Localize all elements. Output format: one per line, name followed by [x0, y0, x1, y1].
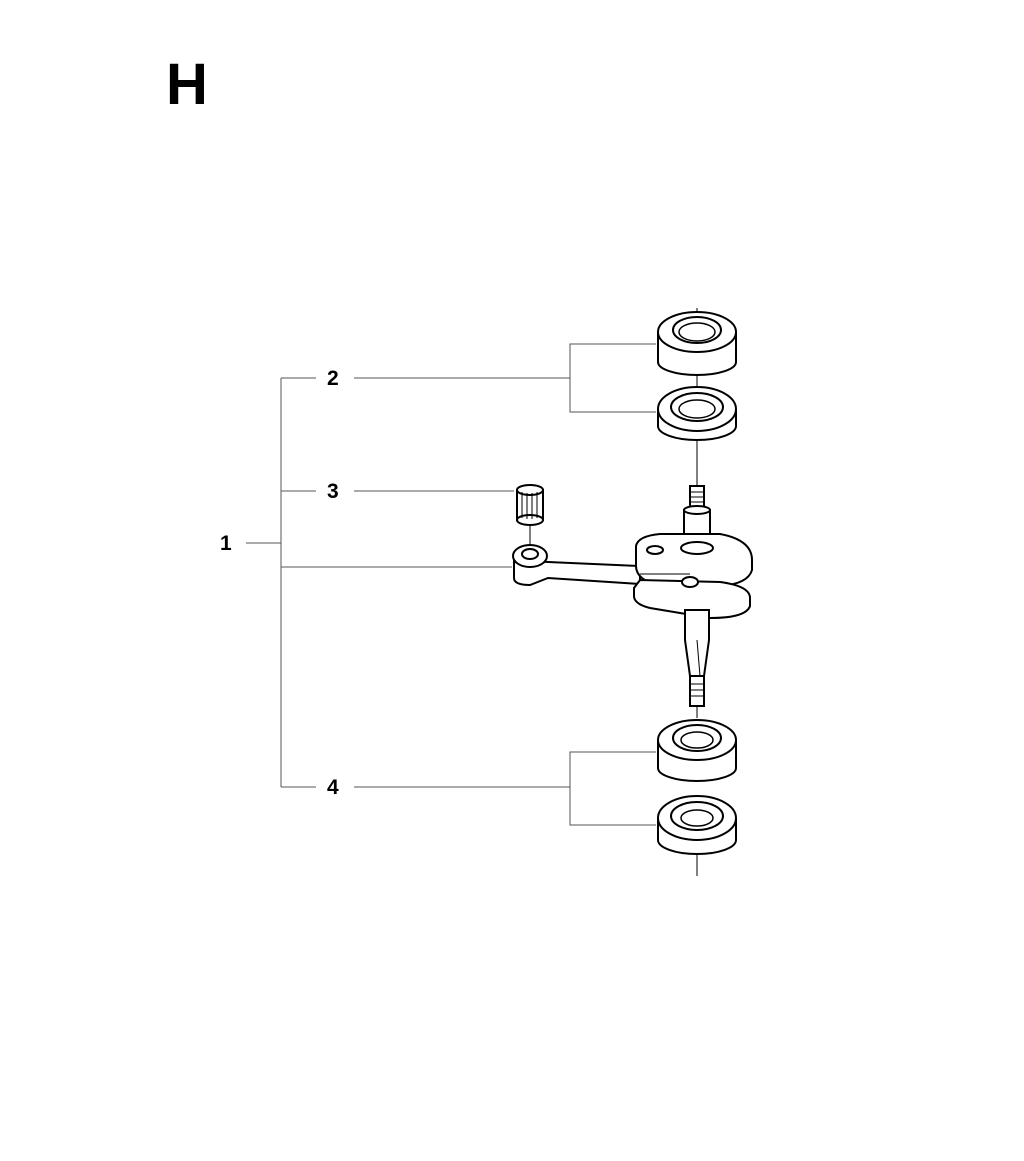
bearing-bottom-upper — [657, 719, 737, 782]
callout-2: 2 — [327, 367, 339, 390]
leader-lines — [246, 343, 656, 826]
bearing-bottom-lower — [657, 795, 737, 855]
crankshaft — [633, 485, 753, 707]
bearing-top-inner — [657, 386, 737, 441]
callout-3: 3 — [327, 480, 339, 503]
section-letter: H — [166, 52, 208, 117]
callout-4: 4 — [327, 776, 339, 799]
bearing-top-outer — [657, 311, 737, 376]
needle-bearing — [516, 484, 544, 526]
callout-1: 1 — [220, 532, 232, 555]
connecting-rod — [512, 544, 641, 587]
